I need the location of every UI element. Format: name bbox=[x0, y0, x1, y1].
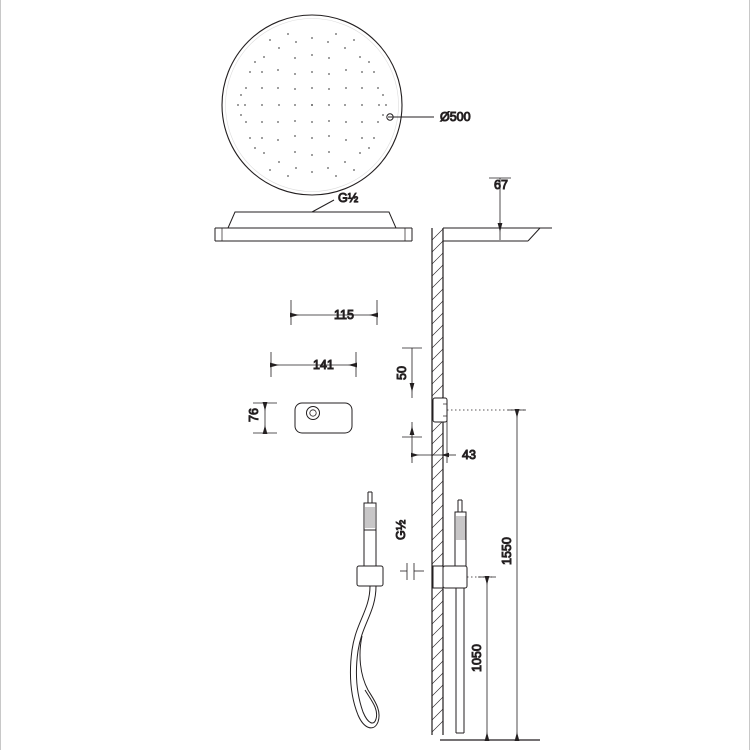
label-115: 115 bbox=[334, 308, 354, 322]
label-67: 67 bbox=[494, 178, 508, 192]
label-1550: 1550 bbox=[500, 537, 514, 565]
dim-115 bbox=[290, 300, 378, 325]
wall-section bbox=[431, 228, 444, 735]
control-panel bbox=[294, 402, 353, 434]
dim-43 bbox=[411, 420, 456, 463]
hand-shower-left bbox=[349, 491, 384, 729]
wall-outlet-upper bbox=[432, 397, 448, 423]
ceiling-right-section bbox=[443, 227, 552, 242]
dim-1550 bbox=[508, 409, 526, 741]
dim-1050 bbox=[478, 576, 496, 741]
spray-nozzle-pattern bbox=[237, 33, 387, 177]
ceiling-plate bbox=[214, 211, 413, 242]
dim-50 bbox=[402, 347, 422, 438]
dim-141 bbox=[270, 352, 357, 377]
label-thread-top: G½ bbox=[338, 191, 359, 205]
dim-67 bbox=[489, 177, 511, 240]
label-76: 76 bbox=[247, 408, 261, 422]
diameter-leader-line bbox=[386, 113, 434, 121]
thread-marker-bottom bbox=[400, 563, 424, 580]
label-43: 43 bbox=[462, 448, 476, 462]
label-diameter: Ø500 bbox=[440, 110, 471, 124]
label-thread-bottom: G½ bbox=[394, 519, 408, 540]
label-1050: 1050 bbox=[470, 644, 484, 672]
hand-shower-right bbox=[432, 499, 468, 734]
dim-76 bbox=[253, 402, 277, 434]
label-50: 50 bbox=[395, 366, 409, 380]
label-141: 141 bbox=[313, 358, 334, 372]
thread-leader-top bbox=[311, 199, 335, 213]
